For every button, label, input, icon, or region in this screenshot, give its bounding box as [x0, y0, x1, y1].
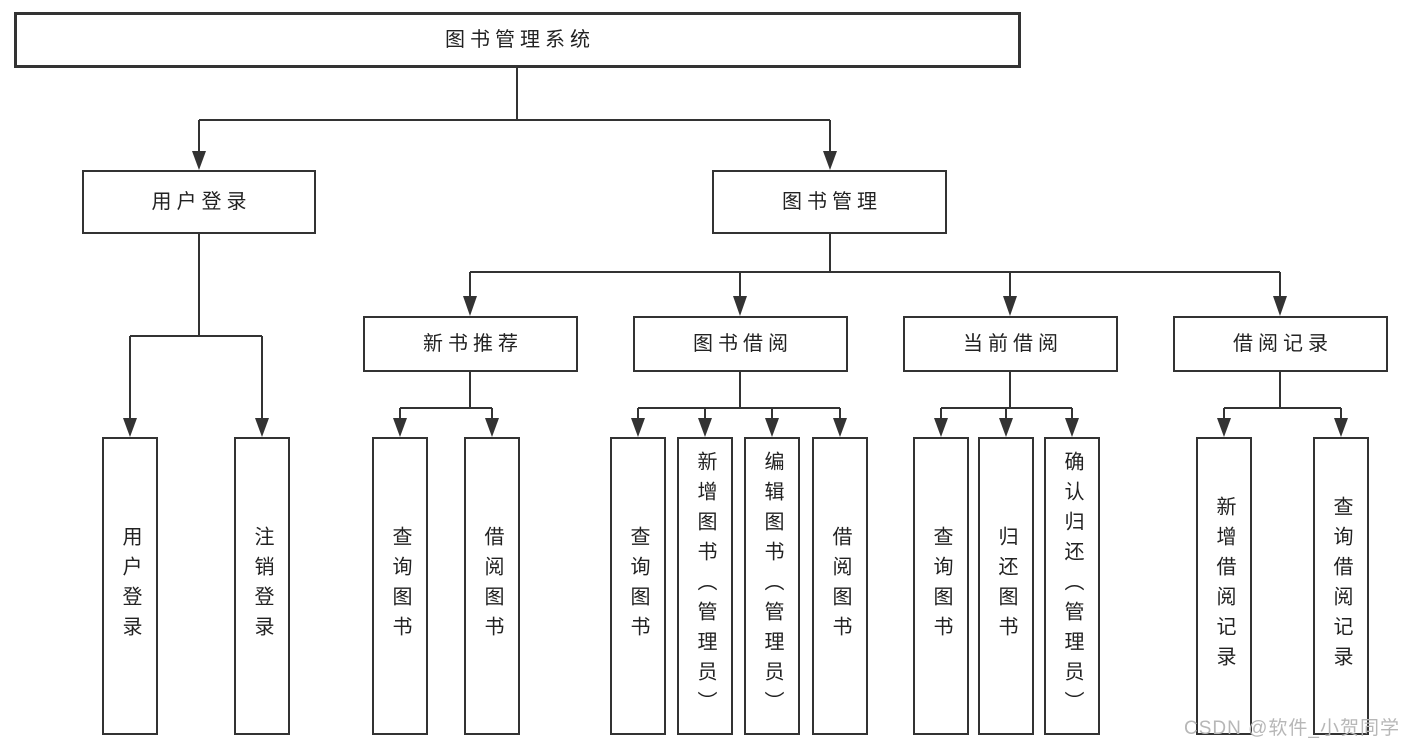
leaf-query-books-borrow: 查询图书	[610, 437, 666, 735]
leaf-query-books-current: 查询图书	[913, 437, 969, 735]
leaf-user-login-label: 用户登录	[119, 526, 141, 646]
leaf-borrow-books: 借阅图书	[812, 437, 868, 735]
leaf-logout: 注销登录	[234, 437, 290, 735]
node-new-book-recommendation: 新书推荐	[363, 316, 578, 372]
leaf-borrow-books-label: 借阅图书	[829, 526, 851, 646]
leaf-logout-label: 注销登录	[251, 526, 273, 646]
node-book-management: 图书管理	[712, 170, 947, 234]
leaf-add-books-admin-label: 新增图书（管理员）	[694, 451, 716, 721]
leaf-edit-books-admin: 编辑图书（管理员）	[744, 437, 800, 735]
leaf-user-login: 用户登录	[102, 437, 158, 735]
csdn-watermark: CSDN @软件_小贺同学	[1184, 718, 1400, 739]
leaf-query-borrow-record: 查询借阅记录	[1313, 437, 1369, 735]
leaf-query-books-recommend: 查询图书	[372, 437, 428, 735]
leaf-add-books-admin: 新增图书（管理员）	[677, 437, 733, 735]
leaf-borrow-books-recommend-label: 借阅图书	[481, 526, 503, 646]
leaf-add-borrow-record-label: 新增借阅记录	[1213, 496, 1235, 676]
node-current-borrowing: 当前借阅	[903, 316, 1118, 372]
leaf-query-borrow-record-label: 查询借阅记录	[1330, 496, 1352, 676]
leaf-query-books-recommend-label: 查询图书	[389, 526, 411, 646]
node-borrowing-records: 借阅记录	[1173, 316, 1388, 372]
leaf-edit-books-admin-label: 编辑图书（管理员）	[761, 451, 783, 721]
leaf-add-borrow-record: 新增借阅记录	[1196, 437, 1252, 735]
node-user-login: 用户登录	[82, 170, 316, 234]
leaf-confirm-return-admin: 确认归还（管理员）	[1044, 437, 1100, 735]
node-book-borrowing: 图书借阅	[633, 316, 848, 372]
leaf-borrow-books-recommend: 借阅图书	[464, 437, 520, 735]
leaf-return-books-label: 归还图书	[995, 526, 1017, 646]
leaf-confirm-return-admin-label: 确认归还（管理员）	[1061, 451, 1083, 721]
leaf-query-books-current-label: 查询图书	[930, 526, 952, 646]
leaf-query-books-borrow-label: 查询图书	[627, 526, 649, 646]
leaf-return-books: 归还图书	[978, 437, 1034, 735]
node-library-system: 图书管理系统	[14, 12, 1021, 68]
